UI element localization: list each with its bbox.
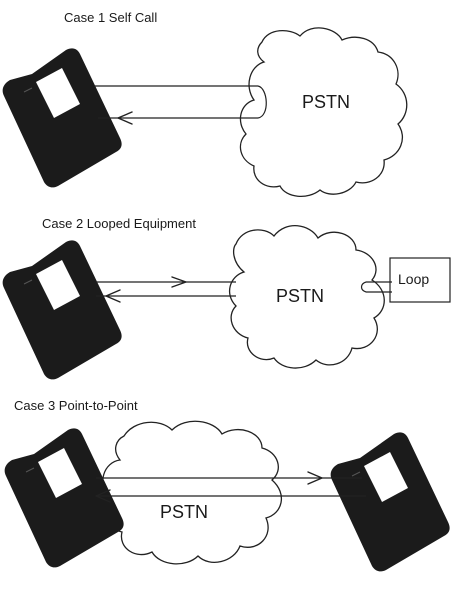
case-1-cloud-label: PSTN — [302, 92, 350, 112]
case-3-pstn-cloud — [102, 420, 283, 565]
case-3-arrow-right — [307, 471, 323, 485]
case-3-right-device-icon — [330, 431, 451, 572]
case-2-arrow-left — [105, 289, 121, 303]
case-3-cloud-label: PSTN — [160, 502, 208, 522]
case-3-title: Case 3 Point-to-Point — [14, 398, 138, 413]
case-2-loop-cap — [360, 281, 367, 293]
case-1-loop-back — [257, 85, 267, 119]
case-1-pstn-cloud — [239, 27, 408, 197]
case-2-loop-box — [389, 257, 451, 303]
case-2-device-icon — [2, 239, 123, 380]
case-3-left-device-icon — [4, 427, 125, 568]
case-2-arrow-right — [171, 276, 187, 288]
case-3-group: Case 3 Point-to-Point PSTN — [4, 398, 451, 572]
case-2-pstn-cloud — [228, 225, 385, 369]
case-2-title: Case 2 Looped Equipment — [42, 216, 196, 231]
case-2-loop-label: Loop — [398, 271, 429, 287]
case-2-group: Case 2 Looped Equipment PSTN Loop — [2, 216, 451, 380]
case-1-arrow-left — [117, 111, 133, 125]
case-1-group: Case 1 Self Call PSTN — [2, 10, 408, 197]
case-1-title: Case 1 Self Call — [64, 10, 157, 25]
case-2-cloud-label: PSTN — [276, 286, 324, 306]
case-3-arrow-left — [95, 489, 111, 503]
